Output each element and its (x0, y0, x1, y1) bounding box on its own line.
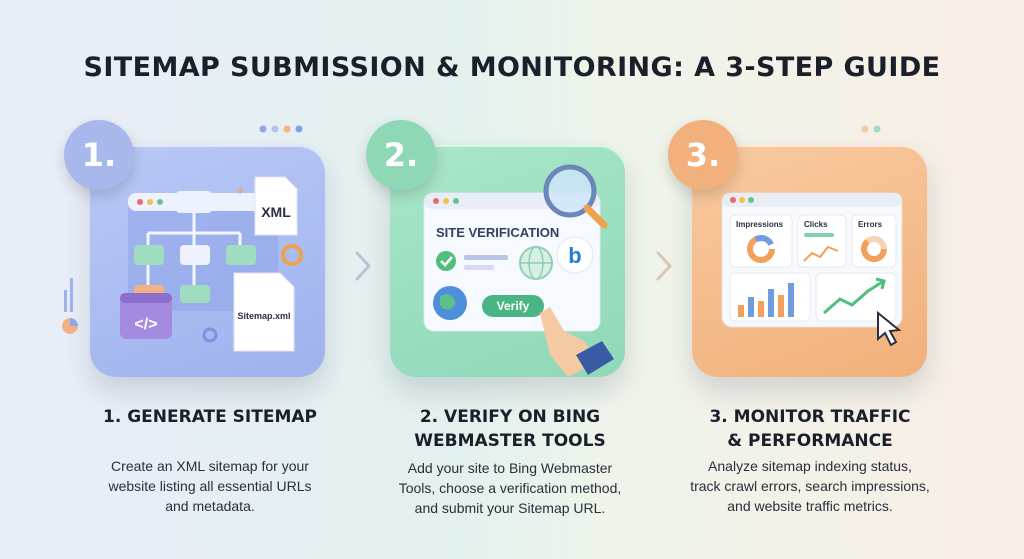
step-1-heading: 1. GENERATE SITEMAP (103, 407, 317, 427)
sitemap-illustration: XML Sitemap.xml </> + (120, 176, 303, 352)
verify-button (482, 295, 544, 317)
xml-doc-label: XML (261, 204, 291, 220)
cursor-icon (877, 310, 902, 347)
svg-text:</>: </> (134, 316, 157, 333)
step-2-badge: 2. (366, 120, 436, 190)
step-2-description: Add your site to Bing Webmaster Tools, c… (398, 460, 622, 516)
clicks-label: Clicks (804, 220, 828, 229)
gear-icon (202, 327, 218, 343)
step-1-card: XML Sitemap.xml </> + (90, 145, 325, 377)
impressions-label: Impressions (736, 220, 784, 229)
step-3-description: Analyze sitemap indexing status, track c… (690, 458, 930, 514)
errors-label: Errors (858, 220, 883, 229)
step-3-card: Impressions Clicks Errors (692, 145, 927, 377)
site-verification-title: SITE VERIFICATION (436, 225, 559, 240)
chevron-right-icon (355, 251, 371, 281)
decorative-dots (259, 125, 303, 133)
step-3-heading: 3. MONITOR TRAFFIC & PERFORMANCE (709, 407, 911, 451)
gear-icon (281, 244, 303, 266)
step-2-heading: 2. VERIFY ON BING WEBMASTER TOOLS (414, 407, 606, 451)
decorative-dots (861, 125, 881, 133)
mini-chart-icon (62, 278, 78, 334)
step-2-card: SITE VERIFICATION b Verify (390, 145, 625, 377)
magnifier-icon (543, 164, 597, 218)
verification-illustration: SITE VERIFICATION b Verify (423, 164, 614, 377)
svg-text:+: + (236, 182, 244, 198)
page-title: SITEMAP SUBMISSION & MONITORING: A 3-STE… (83, 52, 941, 83)
verify-button-label: Verify (497, 299, 530, 313)
step-1-description: Create an XML sitemap for your website l… (108, 458, 312, 514)
chevron-right-icon (656, 251, 672, 281)
bing-logo (556, 236, 594, 274)
step-1-badge: 1. (64, 120, 134, 190)
sitemap-doc-label: Sitemap.xml (237, 311, 290, 321)
step-3-badge: 3. (668, 120, 738, 190)
analytics-illustration: Impressions Clicks Errors (721, 192, 903, 347)
svg-text:b: b (568, 243, 581, 268)
